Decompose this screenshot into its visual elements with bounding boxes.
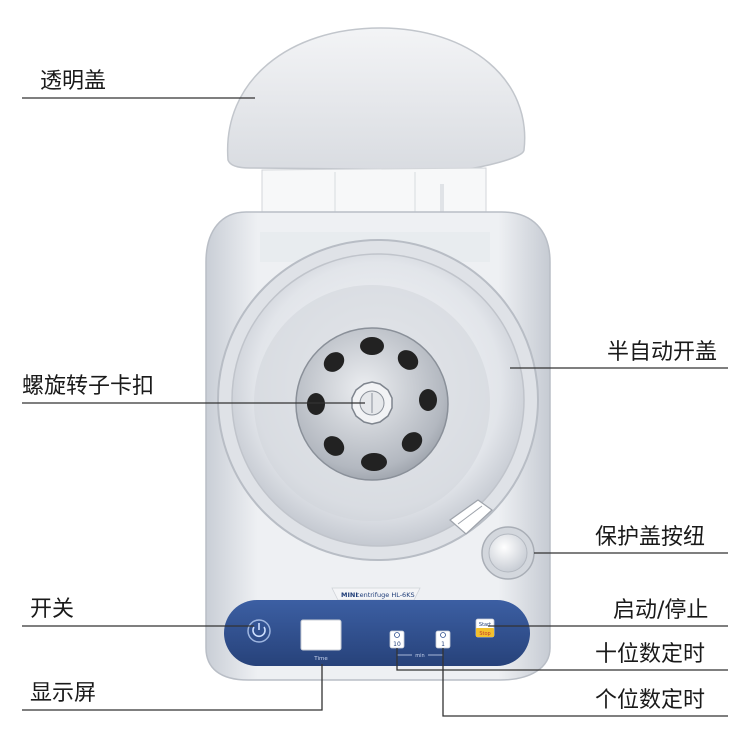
callout-transparent-lid: 透明盖 <box>40 69 107 94</box>
transparent-lid <box>226 27 526 239</box>
callout-units-timer: 个位数定时 <box>595 688 706 713</box>
power-switch[interactable] <box>247 619 271 643</box>
control-panel: Time 10 1 min Start Stop <box>224 600 530 666</box>
rotor-lock-knob[interactable] <box>351 381 393 425</box>
stop-label: Stop <box>479 631 490 637</box>
callout-tens-timer: 十位数定时 <box>595 642 706 667</box>
model-brand: MINI <box>341 591 358 599</box>
callout-display-screen: 显示屏 <box>30 681 97 706</box>
min-label: min <box>415 653 424 659</box>
callout-semi-auto-open-lid: 半自动开盖 <box>607 340 718 365</box>
model-text: centrifuge HL-6KS <box>356 591 415 599</box>
tens-timer-button[interactable]: 10 <box>389 630 405 649</box>
start-label: Start <box>479 622 491 628</box>
leader-lines <box>22 97 728 717</box>
callout-power-switch: 开关 <box>30 597 75 622</box>
display-caption: Time <box>313 656 328 662</box>
protective-lid-button[interactable] <box>481 526 535 580</box>
start-stop-button[interactable]: Start Stop <box>475 618 495 638</box>
centrifuge-body: MINI centrifuge HL-6KS Time 10 1 <box>205 211 551 681</box>
display-screen <box>300 619 342 651</box>
power-icon <box>252 626 266 638</box>
units-digit: 1 <box>441 641 445 648</box>
callout-start-stop: 启动/停止 <box>613 598 709 623</box>
units-timer-button[interactable]: 1 <box>435 630 451 649</box>
tens-digit: 10 <box>393 641 401 648</box>
rotor <box>295 327 449 481</box>
callout-protective-lid-button: 保护盖按纽 <box>595 525 706 550</box>
callout-rotor-lock: 螺旋转子卡扣 <box>22 374 155 399</box>
